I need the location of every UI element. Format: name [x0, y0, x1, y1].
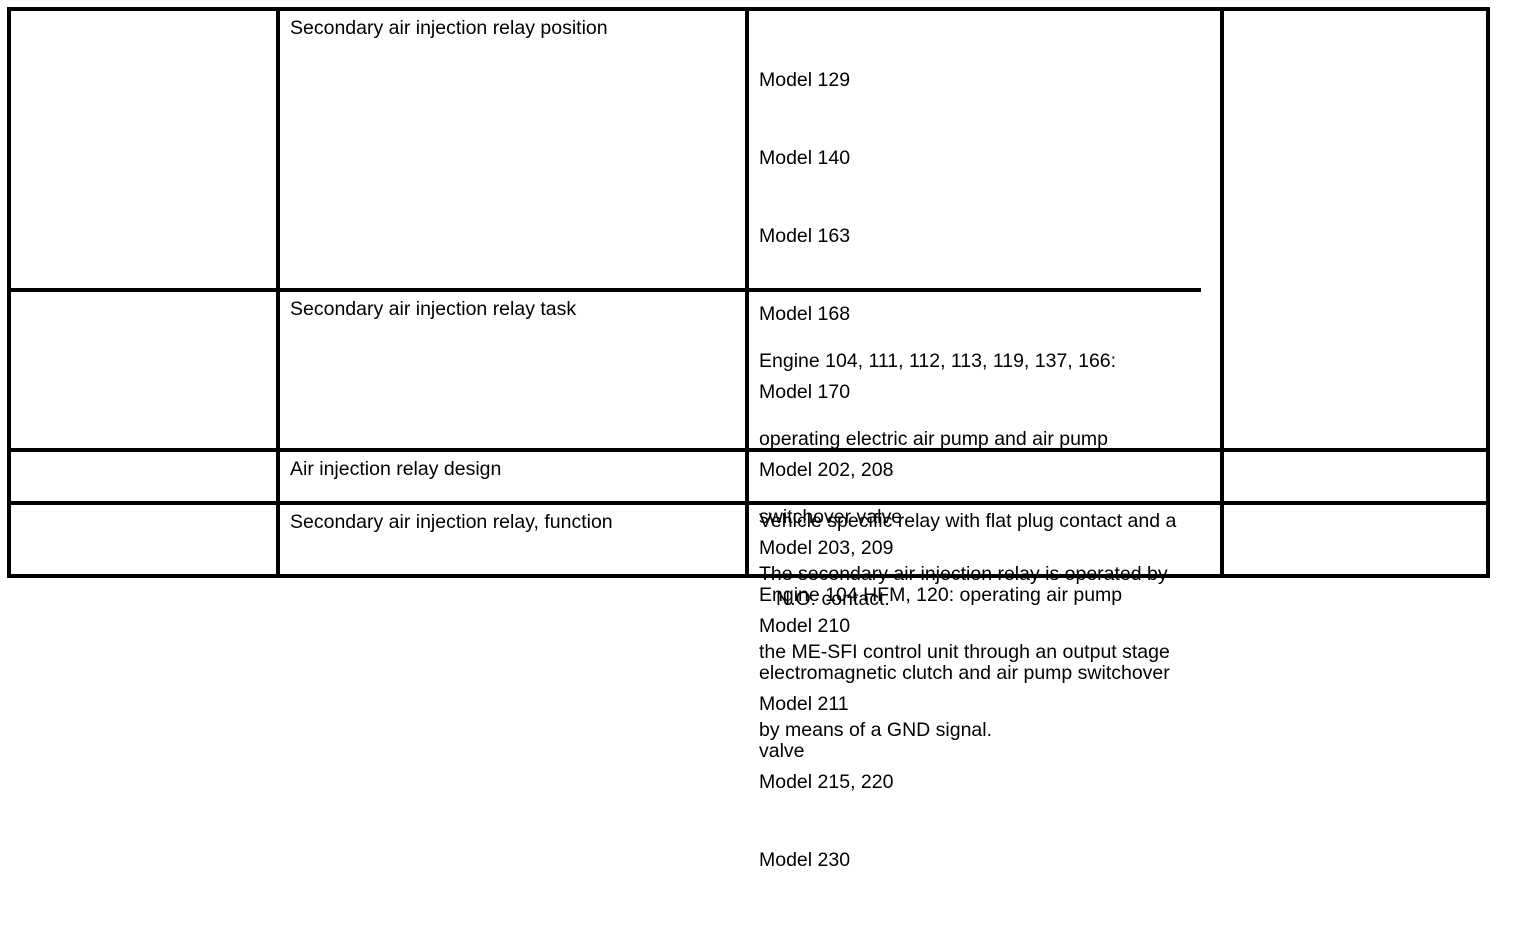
column-divider-3 — [1220, 7, 1224, 578]
cell-text: Air injection relay design — [290, 458, 502, 480]
list-item: Model 230 — [759, 849, 851, 871]
table-cell-label: Secondary air injection relay position — [284, 11, 745, 288]
table-cell-empty — [11, 505, 276, 578]
table-cell-values: Engine 104, 111, 112, 113, 119, 137, 166… — [753, 292, 1220, 762]
text-line: The secondary air injection relay is ope… — [759, 563, 1168, 585]
list-item: Model 163 — [759, 225, 851, 247]
column-divider-2 — [745, 7, 749, 578]
text-line: operating electric air pump and air pump — [759, 428, 1109, 450]
table-cell-empty — [11, 292, 276, 448]
table-cell-label: Secondary air injection relay task — [284, 292, 745, 448]
row-divider-1 — [7, 288, 1201, 292]
list-item: Model 129 — [759, 69, 851, 91]
specification-table: Secondary air injection relay position M… — [7, 7, 1490, 871]
list-item: Model 203, 209 — [759, 537, 894, 559]
text-line: the ME-SFI control unit through an outpu… — [759, 641, 1170, 663]
column-divider-1 — [276, 7, 280, 578]
text-line: by means of a GND signal. — [759, 719, 993, 741]
cell-text: Secondary air injection relay, function — [290, 511, 613, 533]
text-line: Vehicle specific relay with flat plug co… — [759, 510, 1177, 532]
table-cell-empty — [11, 11, 276, 288]
cell-text: Secondary air injection relay task — [290, 298, 577, 320]
text-line: switchover valve — [759, 506, 903, 528]
table-cell-label: Secondary air injection relay, function — [284, 505, 745, 578]
table-cell-values: Model 129 Model 140 Model 163 Model 168 … — [753, 11, 1220, 871]
list-item: Model 170 — [759, 381, 851, 403]
table-cell-label: Air injection relay design — [284, 452, 745, 501]
cell-text: Secondary air injection relay position — [290, 17, 608, 39]
list-item: Model 202, 208 — [759, 459, 894, 481]
table-cell-empty — [1228, 11, 1490, 288]
page-canvas: Secondary air injection relay position M… — [7, 7, 1490, 871]
list-item: Model 168 — [759, 303, 851, 325]
table-cell-empty — [1228, 505, 1490, 578]
table-cell-empty — [1228, 452, 1490, 501]
list-item: Model 140 — [759, 147, 851, 169]
table-cell-values: Vehicle specific relay with flat plug co… — [753, 452, 1220, 610]
table-cell-values: The secondary air injection relay is ope… — [753, 505, 1220, 741]
text-line: Engine 104, 111, 112, 113, 119, 137, 166… — [759, 350, 1117, 372]
table-cell-empty — [11, 452, 276, 501]
table-cell-empty — [1228, 292, 1490, 448]
